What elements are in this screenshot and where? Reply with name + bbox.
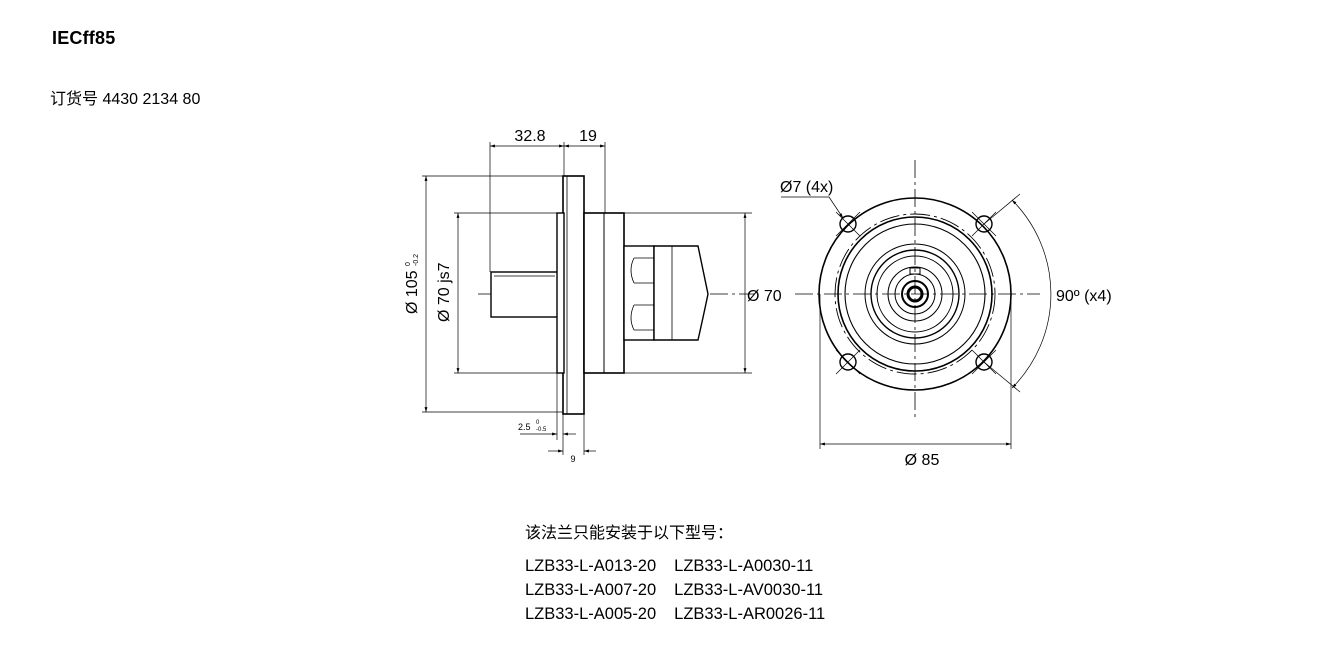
model-item: LZB33-L-A005-20 (525, 605, 657, 623)
dim-9-label: 9 (570, 454, 575, 464)
model-list: LZB33-L-A013-20 LZB33-L-A0030-11 LZB33-L… (525, 554, 825, 626)
dim-dia-70-label: Ø 70 (747, 288, 782, 305)
model-item: LZB33-L-A0030-11 (674, 557, 814, 575)
order-label: 订货号 (50, 91, 99, 108)
dim-dia-85-label: Ø 85 (905, 452, 940, 469)
page-title: IECff85 (52, 28, 116, 48)
order-number: 4430 2134 80 (102, 91, 201, 108)
model-item: LZB33-L-A013-20 (525, 557, 657, 575)
mounting-hole-tr (975, 215, 993, 233)
angle-label: 90º (x4) (1056, 288, 1112, 305)
dim-dia-105-group: Ø 105 0 -0.2 (404, 254, 421, 314)
flange-plate (562, 175, 585, 415)
coupling (623, 245, 655, 341)
model-item: LZB33-L-AR0026-11 (674, 605, 826, 623)
dim-dia-105-tol-lower: -0.2 (413, 254, 420, 266)
coupling-head (653, 245, 709, 341)
shaft-end-circle (901, 280, 929, 308)
mounting-hole-tl (839, 215, 857, 233)
dim-dia-70-js7-label: Ø 70 js7 (436, 262, 453, 322)
mounting-hole-bl (839, 353, 857, 371)
dim-dia-105-tol-upper: 0 (405, 262, 412, 266)
flange-spigot (556, 212, 565, 374)
dim-dia-105-label: Ø 105 (404, 270, 421, 314)
mounting-hole-br (975, 353, 993, 371)
dim-19-label: 19 (579, 128, 597, 145)
compatibility-section: 该法兰只能安装于以下型号： LZB33-L-A013-20 LZB33-L-A0… (525, 522, 825, 626)
table-row: LZB33-L-A013-20 LZB33-L-A0030-11 (525, 554, 825, 578)
dim-2-5-tol-lower: -0.5 (536, 427, 547, 433)
order-number-line: 订货号 4430 2134 80 (50, 85, 200, 109)
spigot-circle (837, 216, 993, 372)
model-item: LZB33-L-A007-20 (525, 581, 657, 599)
compatibility-heading: 该法兰只能安装于以下型号： (525, 525, 734, 542)
front-view (781, 160, 1052, 449)
model-item: LZB33-L-AV0030-11 (674, 581, 824, 599)
table-row: LZB33-L-A007-20 LZB33-L-AV0030-11 (525, 578, 825, 602)
dim-2-5-label: 2.5 (518, 422, 531, 432)
table-row: LZB33-L-A005-20 LZB33-L-AR0026-11 (525, 602, 825, 626)
dim-2-5-tol-upper: 0 (536, 420, 540, 426)
hole-label: Ø7 (4x) (780, 179, 833, 196)
shaft (490, 271, 559, 318)
dim-32-8-label: 32.8 (514, 128, 545, 145)
side-view (422, 142, 755, 455)
